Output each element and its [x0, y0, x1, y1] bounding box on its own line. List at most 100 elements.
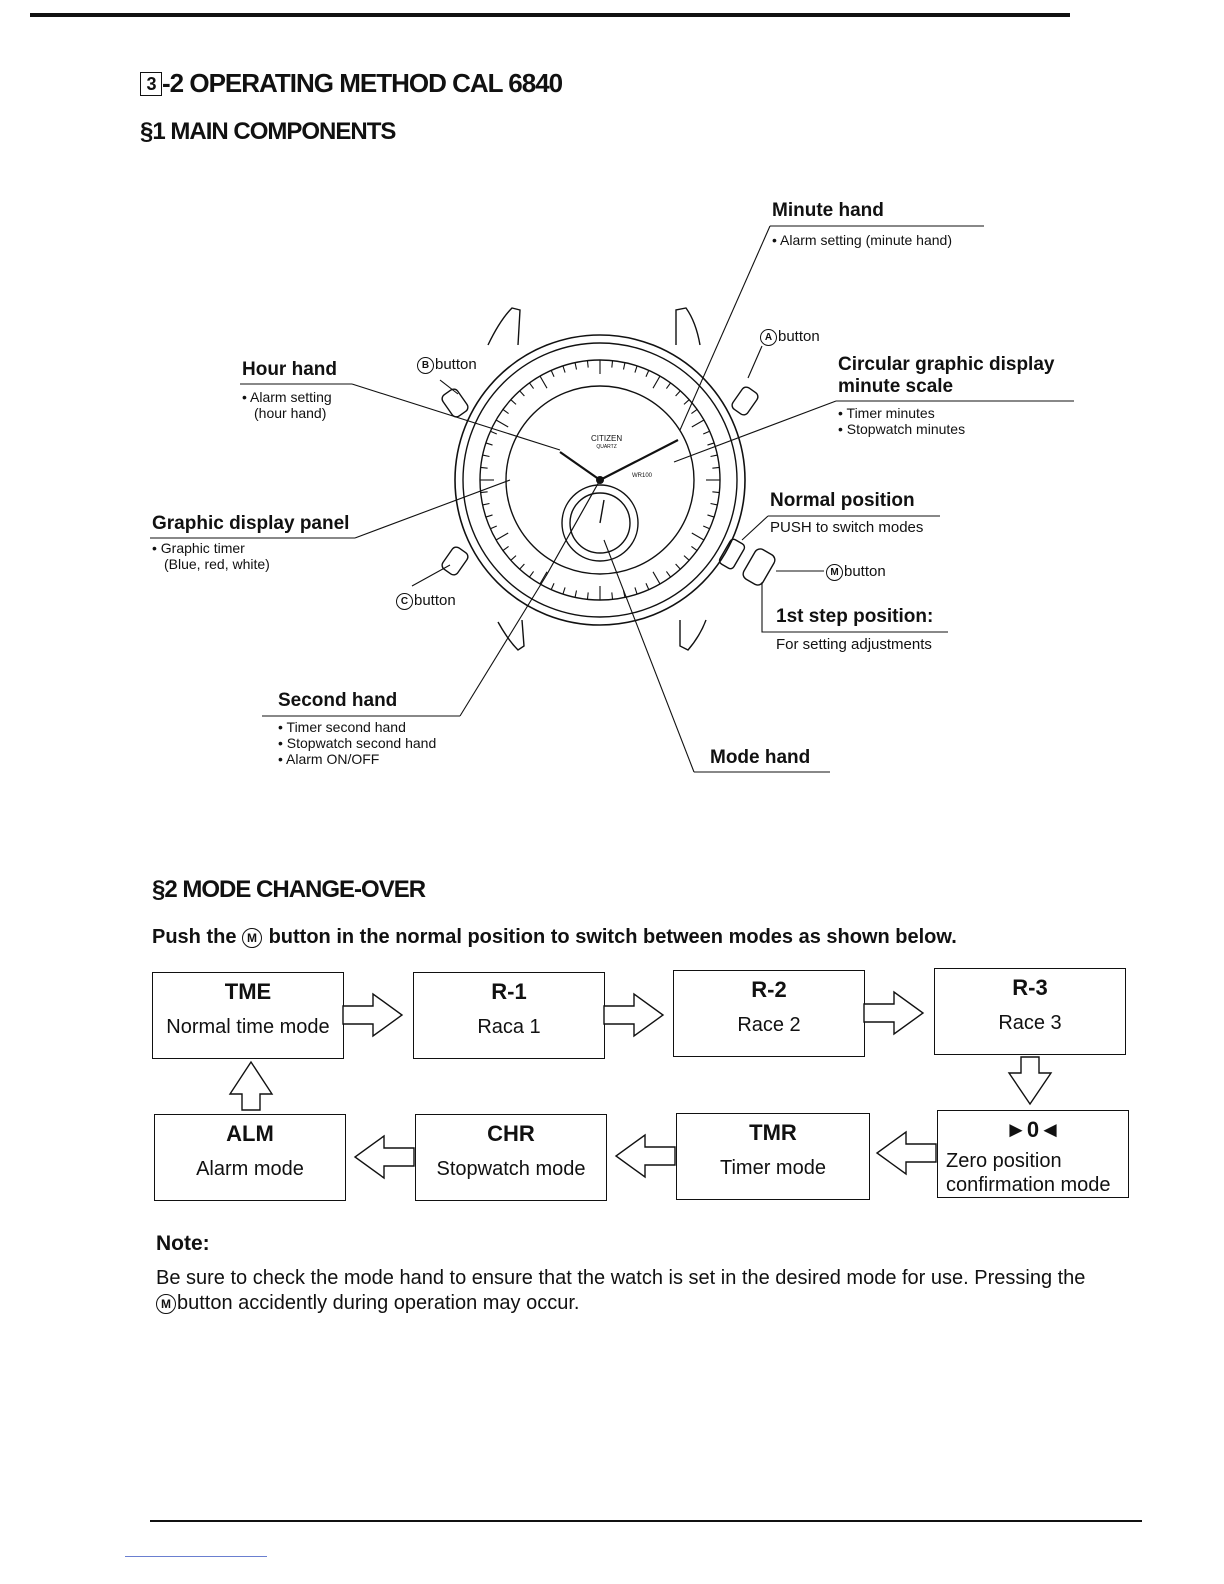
- bezel-tick: [574, 590, 578, 598]
- subdial-inner: [569, 492, 631, 554]
- second-hand-line: [545, 479, 601, 577]
- bezel-tick: [683, 399, 690, 405]
- second-hand-title: Second hand: [278, 690, 398, 711]
- mode-name-line1: Zero position: [946, 1150, 1062, 1172]
- mode-code: R-2: [751, 977, 787, 1002]
- instruction-pre: Push the: [152, 926, 237, 948]
- lug-top-right: [675, 307, 701, 346]
- bezel-tick: [519, 563, 525, 570]
- bezel-tick: [495, 419, 509, 428]
- bottom-rule: [150, 1520, 1142, 1522]
- bezel-tick: [691, 532, 705, 541]
- page-title-text: -2 OPERATING METHOD CAL 6840: [162, 68, 563, 98]
- m-circle-icon: M: [826, 564, 843, 581]
- mode-name: Normal time mode: [166, 1016, 330, 1038]
- first-step-title: 1st step position:: [776, 606, 934, 627]
- bezel-tick: [502, 545, 509, 551]
- mode-box-r3: R-3 Race 3: [934, 968, 1126, 1055]
- bezel-tick: [710, 454, 718, 458]
- bezel-tick: [485, 514, 493, 518]
- bezel-tick: [490, 525, 497, 530]
- note-line1: Be sure to check the mode hand to ensure…: [156, 1267, 1086, 1289]
- hour-hand-line: [559, 451, 601, 481]
- second-hand-desc-3: • Alarm ON/OFF: [278, 751, 380, 767]
- case-outer: [454, 334, 746, 626]
- mode-code: ALM: [226, 1121, 274, 1146]
- bezel-tick: [710, 502, 718, 506]
- bezel-tick: [675, 563, 681, 570]
- brand-sub: QUARTZ: [596, 444, 617, 450]
- dial-ring: [505, 385, 695, 575]
- circular-display-desc-2: • Stopwatch minutes: [838, 421, 966, 437]
- mode-code: TME: [224, 979, 272, 1004]
- page-title: 3-2 OPERATING METHOD CAL 6840: [140, 68, 563, 99]
- bezel-outer: [462, 342, 738, 618]
- a-button-shape: [731, 386, 759, 416]
- bezel-tick: [652, 571, 661, 585]
- bezel-tick: [634, 365, 638, 373]
- normal-position-desc: PUSH to switch modes: [770, 519, 924, 536]
- bezel-tick: [665, 571, 671, 578]
- m-button-shape: [742, 548, 776, 586]
- note-heading: Note:: [156, 1232, 210, 1255]
- mode-name: Timer mode: [720, 1157, 826, 1179]
- bezel-tick: [480, 466, 488, 469]
- b-button-shape: [441, 388, 469, 418]
- mode-code: R-3: [1012, 975, 1048, 1000]
- bezel-tick: [665, 382, 671, 389]
- hour-hand-title: Hour hand: [242, 359, 337, 380]
- a-button-text: button: [778, 328, 820, 345]
- c-button-text: button: [414, 592, 456, 609]
- c-button-shape: [441, 546, 469, 576]
- first-step-desc: For setting adjustments: [776, 636, 932, 653]
- graphic-panel-desc-1: • Graphic timer: [152, 540, 245, 556]
- instruction-post: button in the normal position to switch …: [268, 926, 957, 948]
- mode-name: Alarm mode: [196, 1158, 304, 1180]
- bezel-tick: [707, 514, 715, 518]
- bezel-tick: [586, 360, 589, 368]
- bezel-tick: [482, 502, 490, 506]
- bezel-tick: [550, 583, 555, 590]
- bezel-tick: [611, 360, 614, 368]
- bezel-tick: [529, 571, 535, 578]
- bezel-tick: [683, 555, 690, 561]
- second-hand-desc-1: • Timer second hand: [278, 719, 406, 735]
- bezel-tick: [495, 532, 509, 541]
- bezel-tick: [611, 592, 614, 600]
- m-button-stem: [718, 538, 746, 570]
- mode-instruction: Push the M button in the normal position…: [152, 926, 957, 949]
- mode-code: ►0◄: [1005, 1117, 1061, 1142]
- bezel-tick: [562, 587, 566, 595]
- bezel-tick: [675, 390, 681, 397]
- bezel-tick: [622, 362, 626, 370]
- bezel-tick: [502, 409, 509, 415]
- bezel-tick: [712, 491, 720, 494]
- second-hand-desc-2: • Stopwatch second hand: [278, 735, 437, 751]
- bezel-tick: [703, 430, 710, 435]
- mode-box-tme: TME Normal time mode: [152, 972, 344, 1059]
- bezel-tick: [480, 491, 488, 494]
- bezel-tick: [586, 592, 589, 600]
- minute-hand-title: Minute hand: [772, 200, 884, 221]
- graphic-panel-title: Graphic display panel: [152, 513, 350, 534]
- c-circle-icon: C: [396, 593, 413, 610]
- water-resist-text: WR100: [632, 473, 653, 479]
- mode-name: Stopwatch mode: [436, 1158, 586, 1180]
- mode-box-alm: ALM Alarm mode: [154, 1114, 346, 1201]
- a-circle-icon: A: [760, 329, 777, 346]
- bezel-tick: [539, 571, 548, 585]
- footer-mark: [125, 1556, 267, 1557]
- minute-hand-desc: • Alarm setting (minute hand): [772, 232, 952, 248]
- mode-box-r1: R-1 Raca 1: [413, 972, 605, 1059]
- bezel-tick: [519, 390, 525, 397]
- m-circle-icon: M: [242, 928, 263, 948]
- bezel-tick: [691, 419, 705, 428]
- dial-logo: CITIZEN QUARTZ: [591, 434, 622, 452]
- bezel-tick: [510, 399, 517, 405]
- bezel-tick: [652, 375, 661, 389]
- mode-code: CHR: [487, 1121, 535, 1146]
